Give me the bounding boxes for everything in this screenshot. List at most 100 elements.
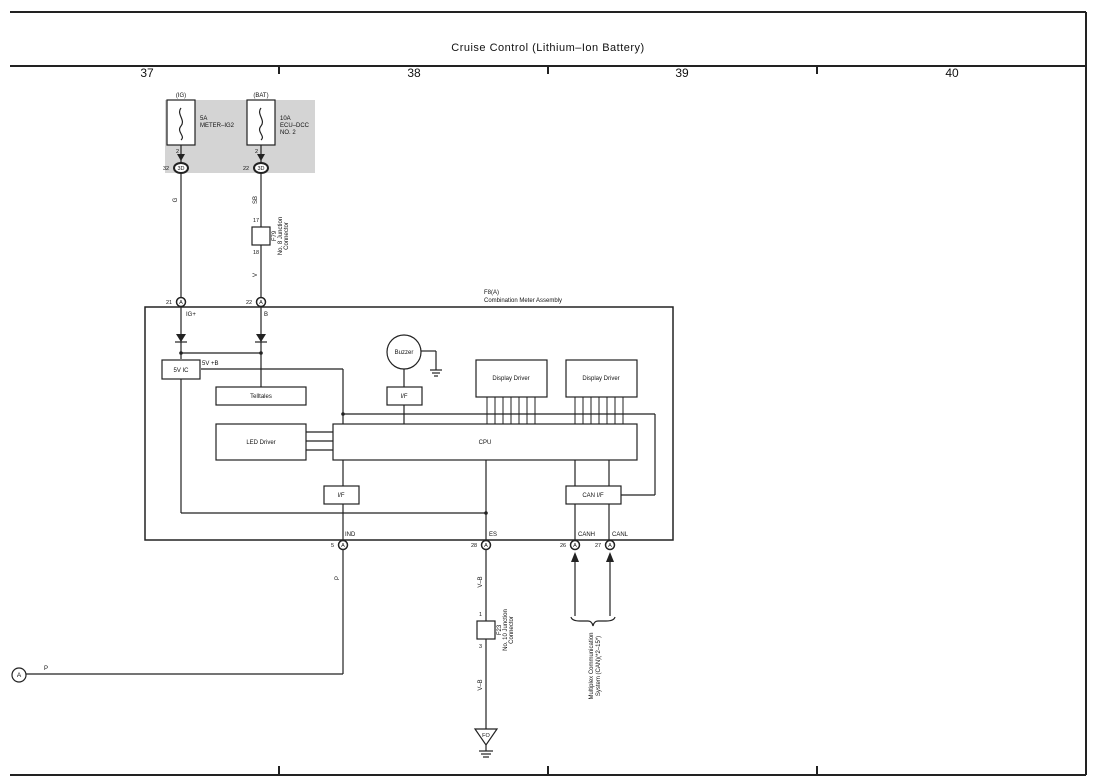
pin-number: 18	[253, 250, 259, 256]
pin-number: 32	[163, 166, 169, 172]
fuse-ig-name: METER–IG2	[200, 123, 235, 129]
diagram-title: Cruise Control (Lithium–Ion Battery)	[451, 42, 644, 54]
pin-number: 26	[560, 543, 566, 549]
ic-5v-block	[161, 359, 201, 380]
block-label: CAN I/F	[582, 493, 604, 499]
wire-color-label: V–B	[478, 679, 484, 690]
display-bus-1	[486, 397, 536, 424]
connector-pin	[569, 539, 581, 551]
fuse-bat-name: ECU–DCC	[280, 123, 310, 129]
junction-connector-f79	[251, 226, 271, 246]
meter-id: F8(A)	[484, 290, 499, 296]
connector-code: A	[484, 543, 488, 549]
block-label: CPU	[479, 440, 492, 446]
fuse-bat-rating: 10A	[280, 116, 291, 122]
cpu-block	[332, 423, 638, 461]
pin-number: 22	[246, 300, 252, 306]
pin-number: 22	[243, 166, 249, 172]
fuse-icon	[258, 107, 264, 141]
pin-number: 27	[595, 543, 601, 549]
column-number: 37	[140, 66, 154, 80]
block-label: Buzzer	[395, 350, 414, 356]
junction-f23-name: No. 10 Junction	[503, 609, 509, 651]
wire-color-label: V	[253, 273, 259, 277]
ground-symbol	[473, 728, 499, 747]
pin-name: B	[264, 312, 268, 318]
fuse-bat-source: (BAT)	[253, 93, 268, 99]
offpage-connector	[11, 667, 27, 683]
fuse-ig-source: (IG)	[176, 93, 186, 99]
fuse-bat-name: NO. 2	[280, 130, 296, 136]
pin-number: 28	[471, 543, 477, 549]
connector-pin	[480, 539, 492, 551]
connector-code: 3D	[177, 166, 184, 172]
multiplex-label: System (CAN)(*2–15*)	[596, 636, 602, 696]
frame	[10, 11, 1087, 776]
meter-name: Combination Meter Assembly	[484, 298, 562, 304]
connector-pin	[604, 539, 616, 551]
fuse-bat	[246, 99, 276, 174]
column-number: 40	[945, 66, 959, 80]
display-driver-2	[565, 359, 638, 398]
column-number: 38	[407, 66, 421, 80]
connector-code: A	[341, 543, 345, 549]
fuse-ig-rating: 5A	[200, 116, 207, 122]
ind-interface-block	[323, 485, 360, 505]
connector-code: A	[259, 300, 263, 306]
offpage-label: A	[17, 672, 22, 679]
pin-name: CANL	[612, 532, 629, 538]
block-label: I/F	[401, 394, 408, 400]
wire-color-label: P	[335, 576, 341, 580]
pin-number: 17	[253, 218, 259, 224]
connector-code: 3D	[257, 166, 264, 172]
pin-number: 2	[255, 149, 258, 155]
telltales-block	[215, 386, 307, 406]
block-label: 5V +B	[202, 361, 219, 367]
can-interface-block	[565, 485, 622, 505]
connector-code: A	[608, 543, 612, 549]
junction-f79-name: No. 8 Junction	[278, 217, 284, 255]
pin-name: IG+	[186, 312, 196, 318]
block-label: Display Driver	[582, 376, 619, 382]
display-bus-2	[574, 397, 624, 424]
pin-number: 3	[479, 644, 482, 650]
block-label: 5V IC	[173, 368, 189, 374]
junction-f79-id: F79	[272, 230, 278, 241]
column-number: 39	[675, 66, 689, 80]
ground-label: FO	[482, 733, 490, 739]
buzzer	[386, 334, 422, 370]
connector-code: A	[573, 543, 577, 549]
pin-name: IND	[345, 532, 356, 538]
junction-f23-id: F23	[497, 624, 503, 635]
wire-color-label: G	[173, 197, 179, 202]
block-label: I/F	[338, 493, 345, 499]
junction-f23-name: Connector	[509, 616, 515, 644]
arrow-icon	[571, 552, 579, 562]
pin-name: CANH	[578, 532, 595, 538]
brace-icon	[570, 616, 616, 627]
pin-number: 5	[331, 543, 334, 549]
pin-name: ES	[489, 532, 497, 538]
buzzer-interface-block	[386, 386, 423, 406]
junction-connector-f23	[476, 620, 496, 640]
fuse-ig	[166, 99, 196, 174]
wire-color-label: SB	[253, 196, 259, 204]
fuse-icon	[178, 107, 184, 141]
block-label: LED Driver	[246, 440, 275, 446]
multiplex-label: Multiplex Communication	[589, 632, 595, 699]
display-driver-1	[475, 359, 548, 398]
led-driver-block	[215, 423, 307, 461]
pin-number: 1	[479, 612, 482, 618]
connector-code: A	[179, 300, 183, 306]
internal-wiring	[175, 307, 656, 540]
pin-number: 2	[176, 149, 179, 155]
wire-color-label: P	[44, 666, 48, 672]
block-label: Display Driver	[492, 376, 529, 382]
wire-color-label: V–B	[478, 576, 484, 587]
block-label: Telltales	[250, 394, 272, 400]
junction-f79-name: Connector	[284, 222, 290, 250]
combination-meter-assembly	[144, 306, 674, 541]
connector-pin	[337, 539, 349, 551]
pin-number: 21	[166, 300, 172, 306]
